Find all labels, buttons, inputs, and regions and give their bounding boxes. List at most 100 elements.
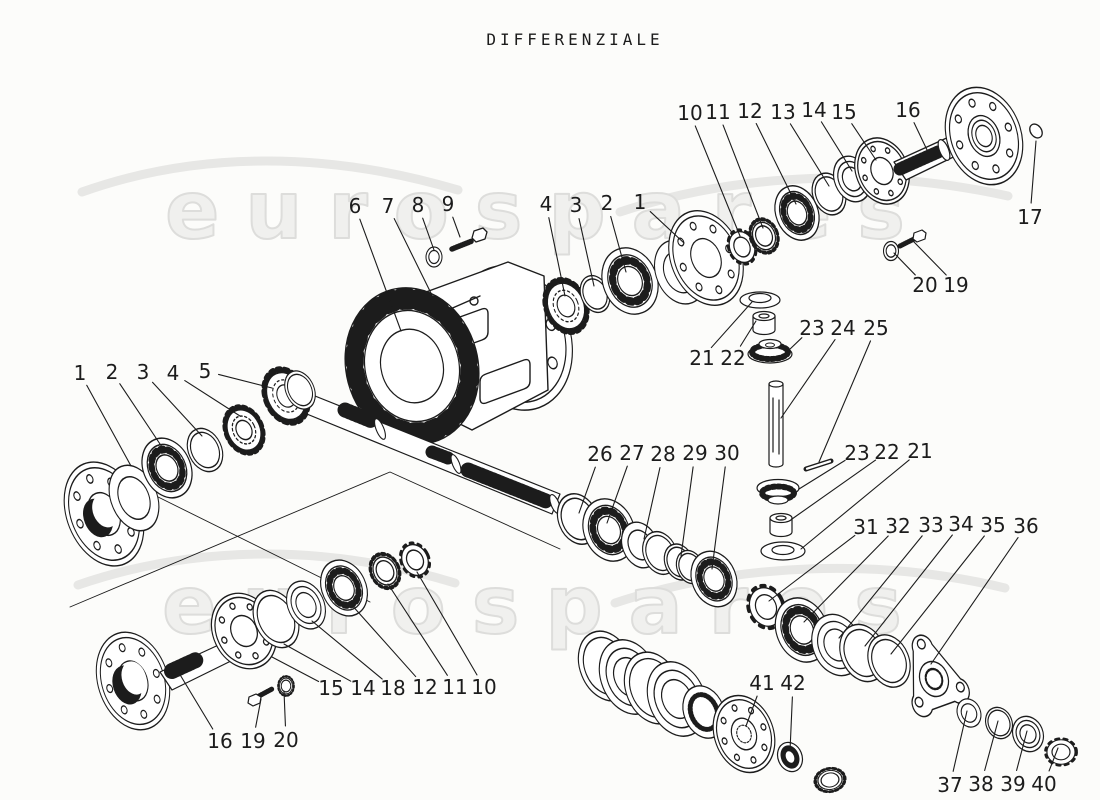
part-number-label: 20 <box>912 273 937 297</box>
leader-line <box>578 466 596 514</box>
part-number-label: 9 <box>442 192 455 216</box>
leader-line <box>913 122 929 153</box>
part-number-label: 15 <box>318 676 343 700</box>
part-number-label: 12 <box>737 99 762 123</box>
leader-line <box>271 656 320 683</box>
planet-gear-stack <box>739 291 834 561</box>
gear-4 <box>218 401 271 459</box>
leader-line <box>649 210 685 244</box>
leader-line <box>548 217 566 297</box>
left-output-shaft-assembly <box>84 536 437 739</box>
leader-line <box>787 337 803 352</box>
part-number-label: 10 <box>471 675 496 699</box>
leader-line <box>578 218 595 287</box>
leader-line <box>755 122 797 205</box>
leader-line <box>86 384 132 467</box>
part-number-label: 11 <box>442 675 467 699</box>
leader-line <box>1030 140 1037 204</box>
clutch-disc-pack <box>566 621 849 796</box>
part-number-label: 28 <box>650 442 675 466</box>
part-number-label: 18 <box>380 676 405 700</box>
differential-carrier-assembly <box>328 199 757 459</box>
ring-38 <box>980 702 1018 744</box>
bolt-9-head <box>471 227 488 243</box>
part-number-label: 32 <box>885 514 910 538</box>
planet-gear-23-bottom <box>756 478 800 505</box>
drive-flange-1 <box>49 450 170 578</box>
leader-line <box>610 215 627 273</box>
pinion-shaft-assembly <box>49 362 561 578</box>
part-number-label: 39 <box>1000 772 1025 796</box>
watermark-swoosh <box>610 563 1010 608</box>
leader-line <box>820 121 853 172</box>
leader-line <box>851 123 877 161</box>
leader-line <box>311 620 383 680</box>
pack-flange-41 <box>700 684 788 784</box>
leader-line <box>680 466 694 557</box>
leader-line <box>984 720 999 772</box>
leader-line <box>913 241 947 276</box>
part-number-label: 2 <box>106 360 119 384</box>
leader-line <box>151 381 203 437</box>
part-number-label: 21 <box>689 346 714 370</box>
bolt-19-head <box>247 693 262 707</box>
watermark-swoosh <box>77 156 463 197</box>
leader-line <box>930 536 1019 665</box>
lock-washer-20 <box>276 675 296 697</box>
part-number-label: 22 <box>720 346 745 370</box>
leader-line <box>722 124 764 229</box>
part-number-label: 40 <box>1031 772 1056 796</box>
carrier-bolt-set <box>425 227 488 268</box>
leader-line <box>359 218 402 332</box>
part-number-label: 38 <box>968 772 993 796</box>
part-number-label: 23 <box>844 441 869 465</box>
leader-line <box>606 465 628 524</box>
part-number-label: 4 <box>167 361 180 385</box>
bolt-19-head <box>912 229 927 243</box>
part-number-label: 16 <box>207 729 232 753</box>
part-number-label: 26 <box>587 442 612 466</box>
part-number-label: 16 <box>895 98 920 122</box>
leader-line <box>255 698 262 728</box>
leader-line <box>798 459 846 490</box>
leader-line <box>864 534 953 647</box>
part-number-label: 22 <box>874 440 899 464</box>
part-number-label: 35 <box>980 513 1005 537</box>
right-bearing-stack <box>742 580 1078 767</box>
part-number-label: 21 <box>907 439 932 463</box>
part-number-label: 11 <box>705 100 730 124</box>
part-number-label: 14 <box>801 98 826 122</box>
lock-pin-25 <box>803 458 834 472</box>
leader-line <box>789 123 830 187</box>
leader-line <box>1016 730 1028 772</box>
part-number-label: 3 <box>570 193 583 217</box>
leader-line <box>780 338 836 419</box>
part-number-label: 19 <box>943 273 968 297</box>
part-number-label: 41 <box>749 671 774 695</box>
washer-20 <box>882 240 900 262</box>
bolt-9-thread <box>449 238 475 252</box>
bolt-19-thread <box>256 686 275 699</box>
part-number-label: 37 <box>937 773 962 797</box>
page-title: DIFFERENZIALE <box>486 30 663 49</box>
construction-line <box>69 471 561 608</box>
part-number-label: 1 <box>634 190 647 214</box>
leader-line <box>283 643 352 682</box>
part-number-label: 34 <box>948 512 973 536</box>
splined-drum <box>674 678 734 746</box>
leader-line <box>818 340 872 463</box>
leader-line <box>739 320 757 347</box>
pinion-shaft-5 <box>256 362 561 515</box>
leader-line <box>349 602 417 678</box>
leader-line <box>178 672 214 730</box>
leader-line <box>119 383 165 451</box>
tooth-washer-bottom <box>811 764 849 796</box>
right-output-shaft-assembly <box>721 76 1043 270</box>
part-number-label: 36 <box>1013 514 1038 538</box>
watermark-swoosh <box>615 173 1013 217</box>
part-number-label: 14 <box>350 676 375 700</box>
part-number-label: 23 <box>799 316 824 340</box>
leader-line <box>952 710 968 772</box>
part-number-label: 7 <box>382 194 395 218</box>
